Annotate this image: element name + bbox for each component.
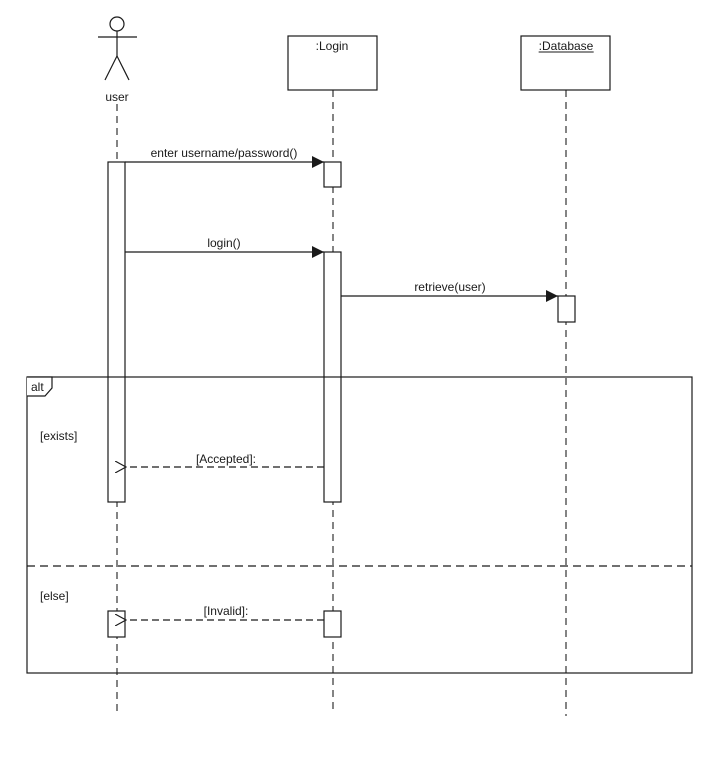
activation-user-main[interactable] [107,161,126,503]
message-invalid-return[interactable]: [Invalid]: [126,604,324,620]
message-label: retrieve(user) [414,280,485,294]
alt-fragment[interactable]: alt [exists] [else] [26,376,693,674]
message-retrieve-user[interactable]: retrieve(user) [341,280,558,302]
alt-fragment-frame [26,376,693,674]
participant-database-label: :Database [539,39,594,53]
message-accepted-return[interactable]: [Accepted]: [126,452,324,467]
alt-operator-tab [27,376,53,397]
activation-login-else[interactable] [323,610,342,638]
activation-login-1[interactable] [323,161,342,188]
guard-exists: [exists] [40,429,77,443]
message-login[interactable]: login() [125,236,324,258]
participant-login-box [287,35,378,91]
actor-user-label: user [105,90,128,104]
activation-user-else[interactable] [107,610,126,638]
message-label: [Accepted]: [196,452,256,466]
actor-left-leg-icon [104,55,118,81]
message-label: enter username/password() [151,146,298,160]
message-enter-credentials[interactable]: enter username/password() [125,146,324,168]
activation-database[interactable] [557,295,576,323]
actor-right-leg-icon [116,55,130,81]
actor-user[interactable]: user [98,16,137,104]
participant-login[interactable]: :Login [287,35,378,91]
actor-head-icon [109,16,125,32]
message-label: login() [207,236,240,250]
participant-database-box [520,35,611,91]
participant-login-label: :Login [316,39,349,53]
message-label: [Invalid]: [204,604,249,618]
participant-database[interactable]: :Database [520,35,611,91]
alt-operator-label: alt [31,380,44,394]
guard-else: [else] [40,589,69,603]
